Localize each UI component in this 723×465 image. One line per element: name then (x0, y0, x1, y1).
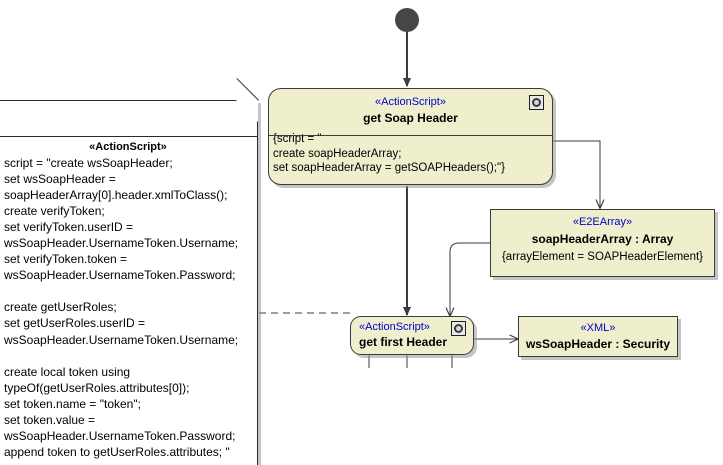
node-stereotype: «ActionScript» (359, 321, 430, 333)
activity-node-get-first-header[interactable]: «ActionScript» get first Header (350, 316, 474, 355)
node-title: get Soap Header (363, 111, 458, 125)
node-title: get first Header (359, 335, 448, 349)
note-actionscript[interactable]: «ActionScript» script = "create wsSoapHe… (0, 78, 259, 465)
note-fold-line (236, 78, 259, 101)
edge-soap-header-array-to-get-first-header (445, 242, 490, 318)
note-body-text: script = "create wsSoapHeader; set wsSoa… (4, 156, 239, 459)
node-stereotype: «ActionScript» (375, 96, 446, 108)
node-constraint: {arrayElement = SOAPHeaderElement} (501, 251, 704, 263)
node-title: soapHeaderArray : Array (531, 232, 674, 246)
note-stereotype: «ActionScript» (89, 141, 167, 153)
node-body-script: {script = " create soapHeaderArray; set … (273, 133, 505, 174)
initial-node[interactable] (395, 8, 419, 32)
activity-node-get-soap-header[interactable]: «ActionScript» get Soap Header {script =… (268, 88, 553, 185)
node-stereotype: «E2EArray» (572, 216, 633, 228)
note-fold-icon (236, 100, 258, 122)
gear-icon-center (456, 326, 461, 331)
edge-get-soap-header-to-soap-header-array (553, 140, 605, 210)
script-icon[interactable] (529, 95, 544, 110)
node-title: wsSoapHeader : Security (525, 337, 671, 351)
node-stereotype: «XML» (580, 322, 616, 334)
note-divider (0, 136, 257, 137)
gear-icon-center (534, 100, 539, 105)
node-divider (269, 135, 552, 136)
script-icon[interactable] (451, 321, 466, 336)
object-node-soap-header-array[interactable]: «E2EArray» soapHeaderArray : Array {arra… (490, 209, 715, 277)
object-node-ws-soap-header[interactable]: «XML» wsSoapHeader : Security (518, 316, 678, 357)
